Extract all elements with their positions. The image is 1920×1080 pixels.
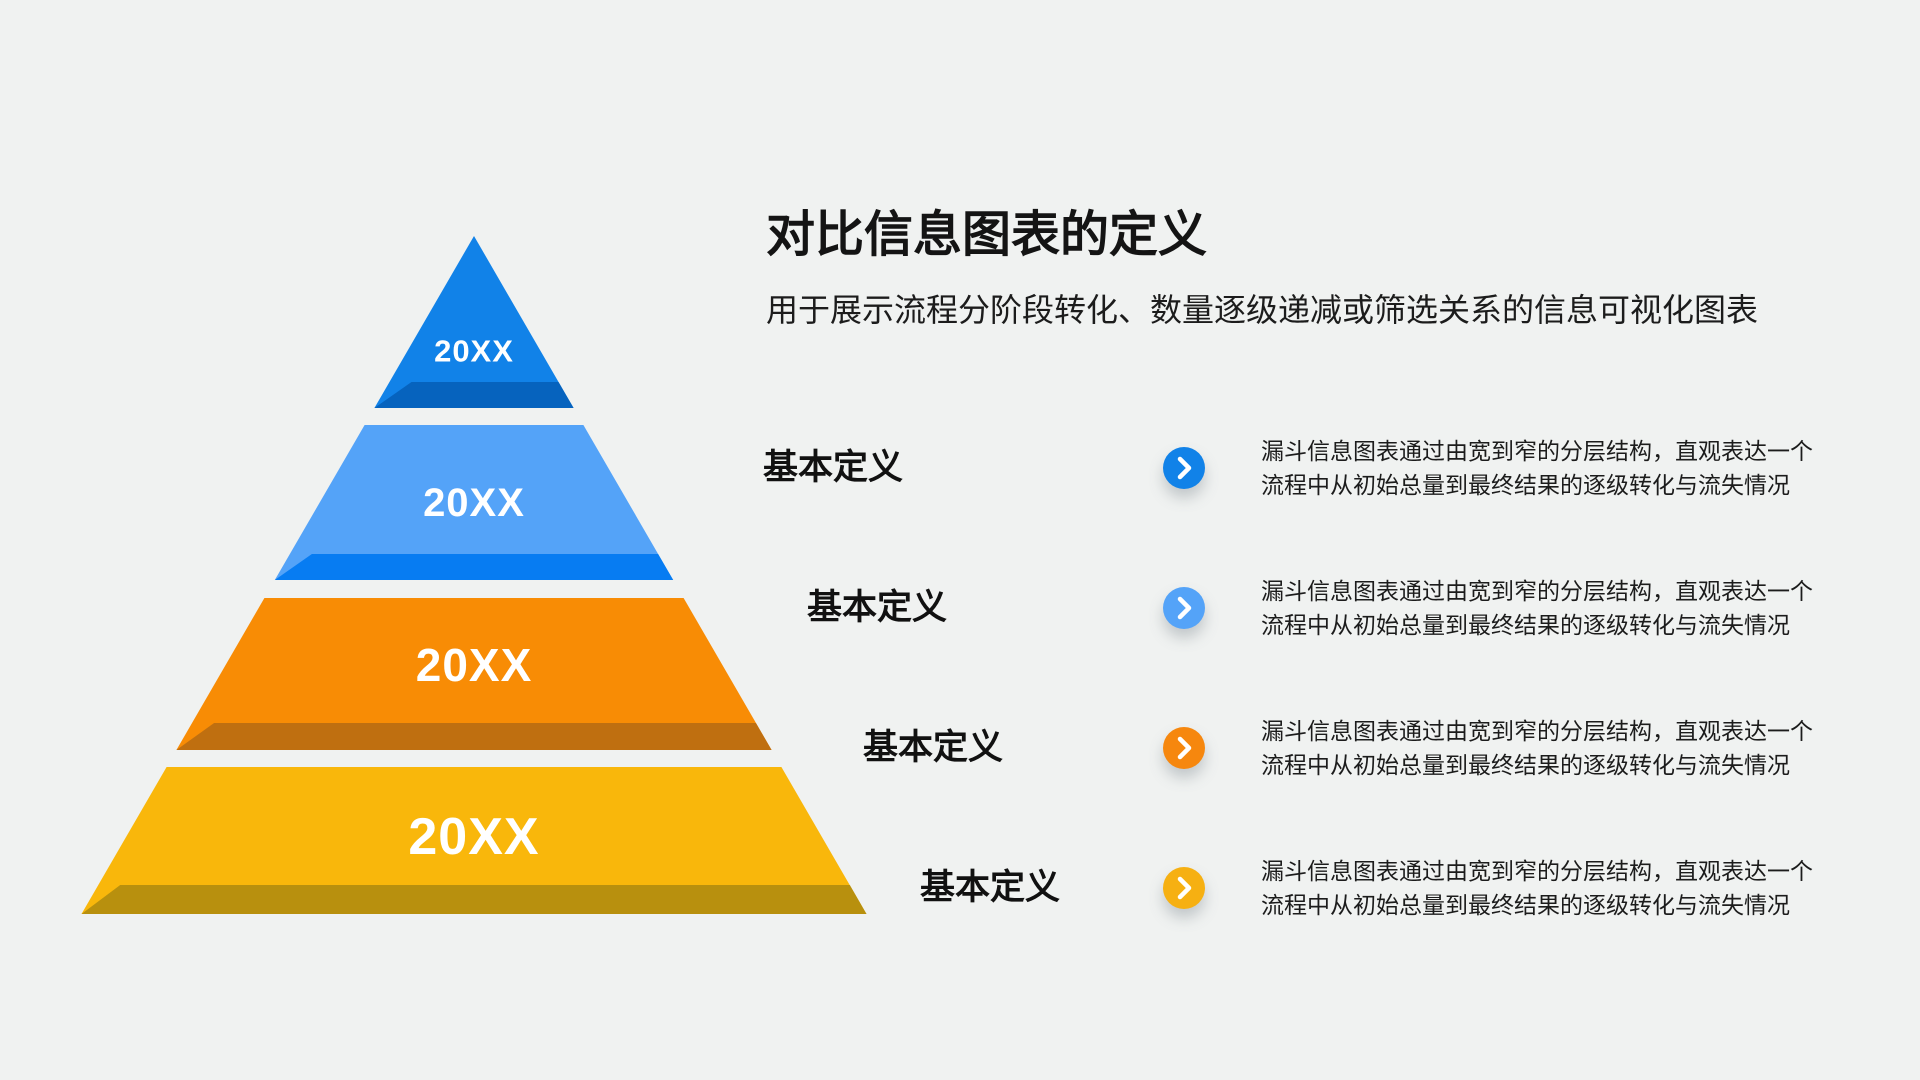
pyramid-layer-1-face <box>374 236 574 408</box>
row-2-description: 漏斗信息图表通过由宽到窄的分层结构，直观表达一个 流程中从初始总量到最终结果的逐… <box>1261 574 1841 642</box>
pyramid-layer-4-band <box>81 885 867 914</box>
row-3-label: 基本定义 <box>863 728 1004 767</box>
pyramid-layer-2: 20XX <box>274 425 674 580</box>
row-2-description-line-1: 漏斗信息图表通过由宽到窄的分层结构，直观表达一个 <box>1261 578 1813 604</box>
chevron-right-icon <box>1177 456 1192 480</box>
pyramid-layer-3: 20XX <box>176 598 772 750</box>
row-1-description-line-1: 漏斗信息图表通过由宽到窄的分层结构，直观表达一个 <box>1261 438 1813 464</box>
row-4-label: 基本定义 <box>920 868 1061 907</box>
chevron-right-icon <box>1177 596 1192 620</box>
row-4-chevron-button[interactable] <box>1163 867 1205 909</box>
pyramid-layer-4: 20XX <box>81 767 867 914</box>
page-title: 对比信息图表的定义 <box>766 208 1208 262</box>
pyramid-layer-3-face <box>176 598 772 750</box>
row-2-chevron-button[interactable] <box>1163 587 1205 629</box>
row-1-description-line-2: 流程中从初始总量到最终结果的逐级转化与流失情况 <box>1261 472 1790 498</box>
row-2-description-line-2: 流程中从初始总量到最终结果的逐级转化与流失情况 <box>1261 612 1790 638</box>
row-3-description: 漏斗信息图表通过由宽到窄的分层结构，直观表达一个 流程中从初始总量到最终结果的逐… <box>1261 714 1841 782</box>
row-4-description-line-1: 漏斗信息图表通过由宽到窄的分层结构，直观表达一个 <box>1261 858 1813 884</box>
row-4-description: 漏斗信息图表通过由宽到窄的分层结构，直观表达一个 流程中从初始总量到最终结果的逐… <box>1261 854 1841 922</box>
pyramid-layer-1-label: 20XX <box>434 334 514 369</box>
row-1-description: 漏斗信息图表通过由宽到窄的分层结构，直观表达一个 流程中从初始总量到最终结果的逐… <box>1261 434 1841 502</box>
pyramid-layer-2-face <box>274 425 674 580</box>
pyramid-layer-3-band <box>176 723 772 750</box>
pyramid-diagram: 20XX 20XX 20XX 20XX <box>81 236 867 914</box>
chevron-right-icon <box>1177 736 1192 760</box>
row-1-chevron-button[interactable] <box>1163 447 1205 489</box>
pyramid-layer-1: 20XX <box>374 236 574 408</box>
row-3-description-line-2: 流程中从初始总量到最终结果的逐级转化与流失情况 <box>1261 752 1790 778</box>
row-4-description-line-2: 流程中从初始总量到最终结果的逐级转化与流失情况 <box>1261 892 1790 918</box>
chevron-right-icon <box>1177 876 1192 900</box>
page-subtitle: 用于展示流程分阶段转化、数量逐级递减或筛选关系的信息可视化图表 <box>766 292 1759 328</box>
pyramid-layer-2-band <box>274 554 674 580</box>
pyramid-layer-3-label: 20XX <box>416 639 533 691</box>
pyramid-layer-2-label: 20XX <box>423 481 525 525</box>
pyramid-layer-1-band <box>374 382 574 408</box>
row-1-label: 基本定义 <box>763 448 904 487</box>
row-3-description-line-1: 漏斗信息图表通过由宽到窄的分层结构，直观表达一个 <box>1261 718 1813 744</box>
row-2-label: 基本定义 <box>807 588 948 627</box>
pyramid-layer-4-label: 20XX <box>408 808 539 866</box>
row-3-chevron-button[interactable] <box>1163 727 1205 769</box>
pyramid-layer-4-face <box>81 767 867 914</box>
